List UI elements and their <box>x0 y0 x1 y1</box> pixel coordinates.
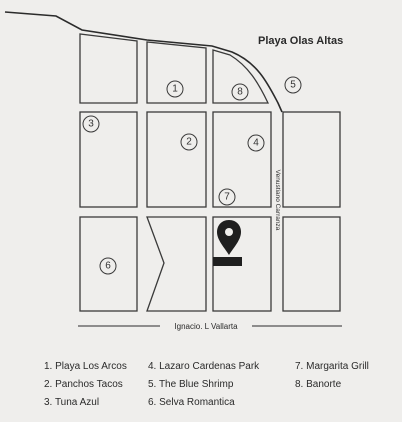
marker-7[interactable]: 7 <box>218 188 236 206</box>
marker-5[interactable]: 5 <box>284 76 302 94</box>
block-row2-d <box>282 111 341 208</box>
block-row1-b <box>146 41 207 104</box>
legend-item: 7. Margarita Grill <box>295 361 369 372</box>
street-label-carranza: Venustiano Carranza <box>274 170 281 231</box>
marker-6[interactable]: 6 <box>99 257 117 275</box>
marker-2[interactable]: 2 <box>180 133 198 151</box>
block-row3-a <box>79 216 138 312</box>
street-label-bg <box>160 320 252 332</box>
svg-text:3: 3 <box>88 119 94 130</box>
svg-text:7: 7 <box>224 192 230 203</box>
location-pin-icon <box>213 220 242 266</box>
street-label-vallarta: Ignacio. L Vallarta <box>174 322 238 331</box>
map: Ignacio. L Vallarta Venustiano Carranza … <box>4 11 343 332</box>
legend-item: 1. Playa Los Arcos <box>44 361 127 372</box>
legend-column-1: 1. Playa Los Arcos 2. Panchos Tacos 3. T… <box>44 358 127 412</box>
marker-8[interactable]: 8 <box>231 83 249 101</box>
svg-text:1: 1 <box>172 84 178 95</box>
legend-item: 2. Panchos Tacos <box>44 379 123 390</box>
legend-item: 6. Selva Romantica <box>148 397 235 408</box>
block-row3-d <box>282 216 341 312</box>
marker-4[interactable]: 4 <box>247 134 265 152</box>
block-row1-c <box>212 49 270 104</box>
legend-column-3: 7. Margarita Grill 8. Banorte <box>295 358 369 394</box>
marker-3[interactable]: 3 <box>82 115 100 133</box>
block-row3-b <box>146 216 207 312</box>
svg-text:6: 6 <box>105 261 111 272</box>
legend-item: 5. The Blue Shrimp <box>148 379 234 390</box>
svg-text:4: 4 <box>253 138 259 149</box>
coastline-road <box>4 11 283 113</box>
legend-item: 8. Banorte <box>295 379 342 390</box>
legend-column-2: 4. Lazaro Cardenas Park 5. The Blue Shri… <box>148 358 259 412</box>
legend-item: 4. Lazaro Cardenas Park <box>148 361 260 372</box>
block-row2-c <box>212 111 272 208</box>
beach-label: Playa Olas Altas <box>258 35 343 47</box>
block-row2-a <box>79 111 138 208</box>
svg-text:5: 5 <box>290 80 296 91</box>
svg-text:2: 2 <box>186 137 192 148</box>
block-row1-a <box>79 33 138 104</box>
svg-text:8: 8 <box>237 87 243 98</box>
legend-item: 3. Tuna Azul <box>44 397 100 408</box>
marker-1[interactable]: 1 <box>166 80 184 98</box>
block-row2-b <box>146 111 207 208</box>
